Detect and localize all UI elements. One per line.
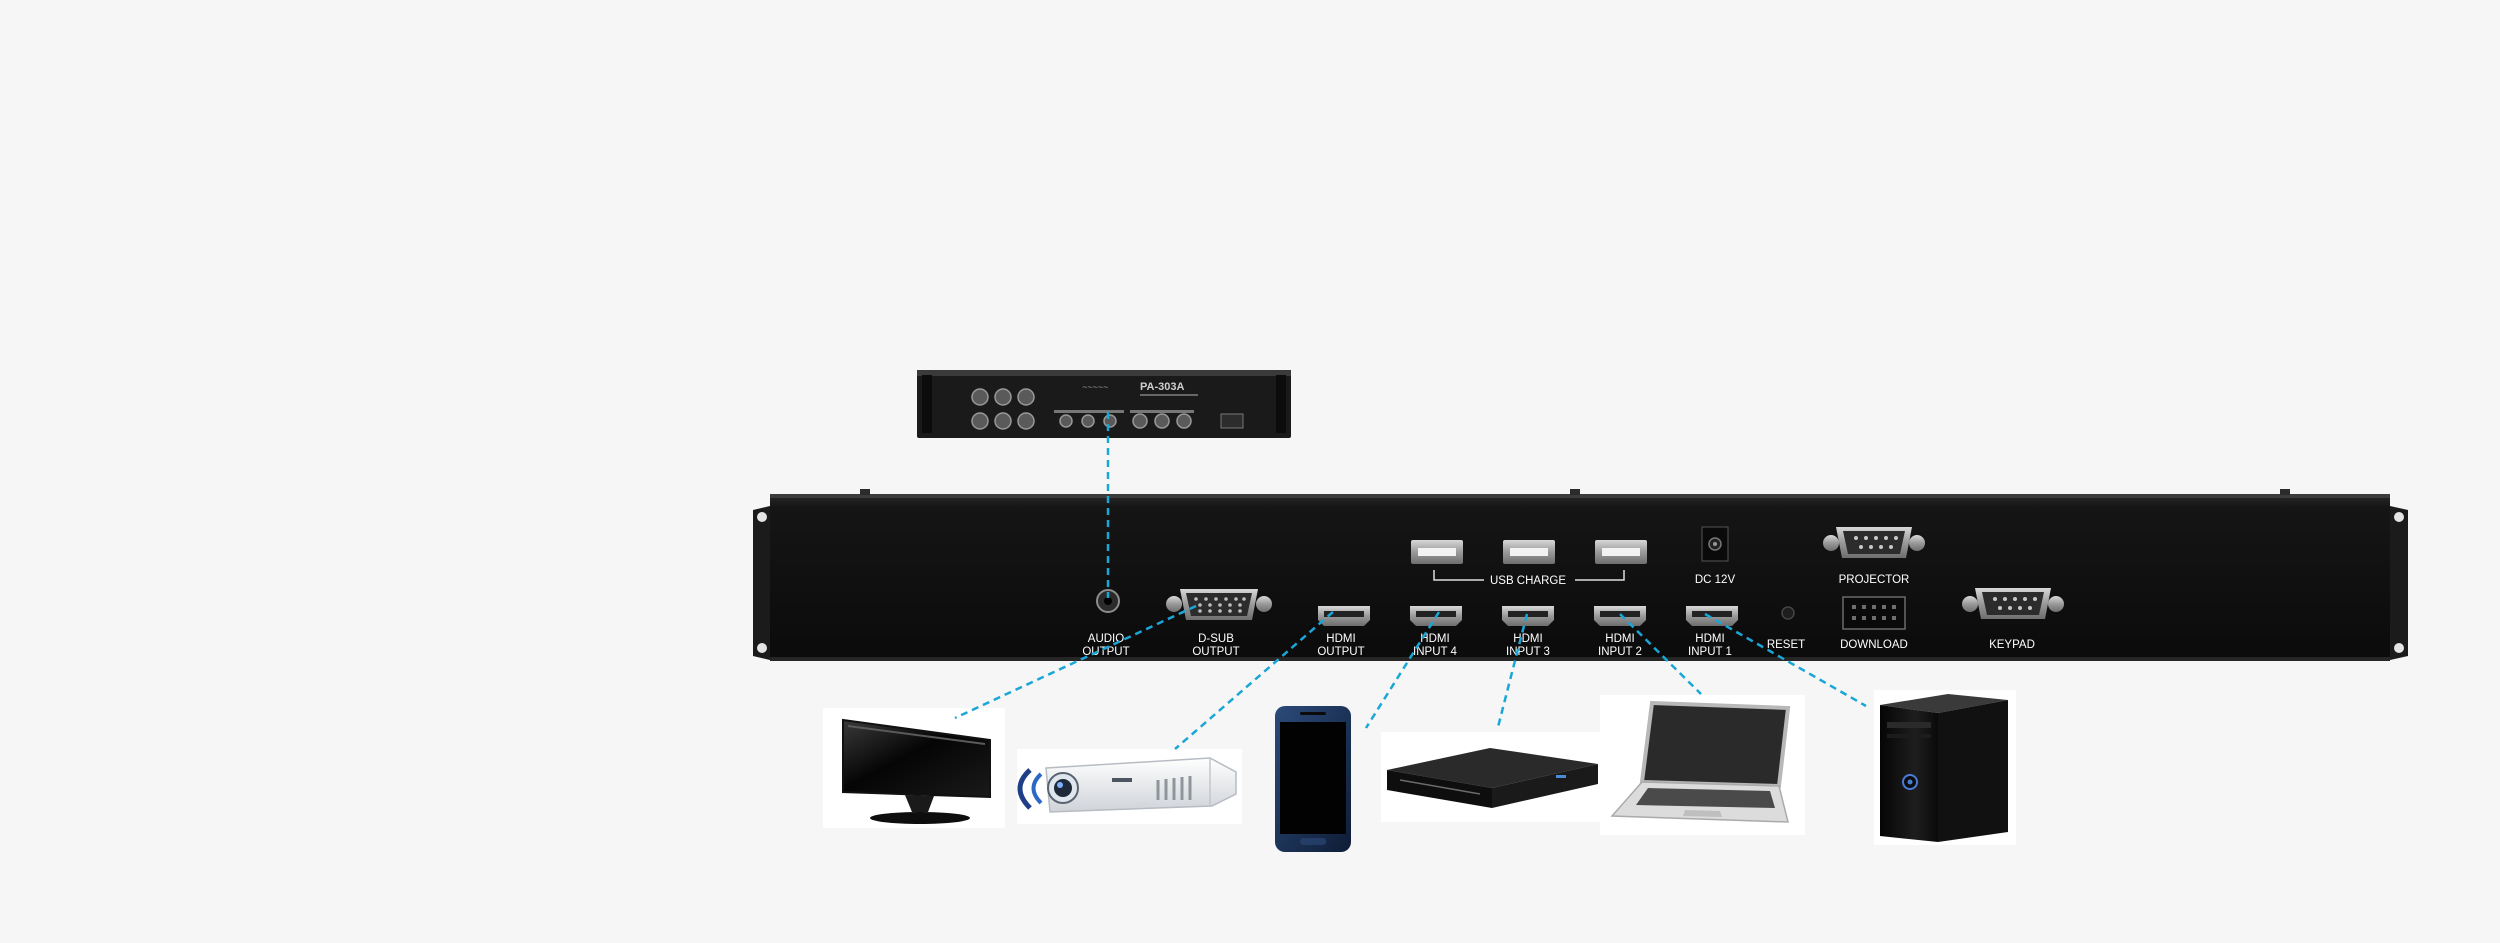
hdmi-output-port: HDMI OUTPUT: [1317, 606, 1370, 658]
reset-button: RESET: [1767, 606, 1805, 651]
desktop-pc-icon: [1880, 694, 2008, 842]
hdmi-input-1-port: HDMI INPUT 1: [1686, 606, 1738, 658]
hdmi-input-3-label-2: INPUT 3: [1506, 646, 1550, 658]
audio-output-label-2: OUTPUT: [1082, 646, 1129, 658]
dsub-output-label-1: D-SUB: [1198, 633, 1234, 645]
rack-chassis: [753, 489, 2408, 661]
dc-12v-port: DC 12V: [1695, 526, 1736, 586]
audio-amplifier: ~~~~~ PA-303A: [917, 370, 1291, 438]
audio-output-label-1: AUDIO: [1088, 633, 1124, 645]
usb-charge-label: USB CHARGE: [1490, 575, 1566, 587]
projector-icon: [1017, 757, 1237, 813]
hdmi-input-1-label-2: INPUT 1: [1688, 646, 1732, 658]
projector-device: [1017, 749, 1242, 824]
hdmi-input-2-label-1: HDMI: [1605, 633, 1634, 645]
cable-hdmi-input-2-to-laptop: [1619, 613, 1702, 695]
projector-port: PROJECTOR: [1823, 527, 1925, 586]
keypad-label: KEYPAD: [1989, 639, 2035, 651]
hdmi-input-3-label-1: HDMI: [1513, 633, 1542, 645]
cable-dsub-to-monitor: [954, 604, 1197, 720]
keypad-port: KEYPAD: [1962, 588, 2064, 651]
laptop-icon: [1610, 700, 1791, 823]
cable-hdmi-input-3-to-bluray: [1496, 613, 1529, 728]
hdmi-input-4-label-2: INPUT 4: [1413, 646, 1457, 658]
hdmi-output-label-1: HDMI: [1326, 633, 1355, 645]
hdmi-input-2-label-2: INPUT 2: [1598, 646, 1642, 658]
hdmi-input-4-label-1: HDMI: [1420, 633, 1449, 645]
svg-text:~~~~~: ~~~~~: [1082, 382, 1108, 392]
usb-charge-ports: USB CHARGE: [1411, 540, 1647, 587]
laptop-device: [1600, 695, 1805, 835]
bluray-player-icon: [1387, 748, 1598, 808]
dc-12v-label: DC 12V: [1695, 574, 1736, 586]
cable-hdmi-output-to-projector: [1174, 611, 1334, 750]
audio-output-port: AUDIO OUTPUT: [1082, 589, 1130, 658]
reset-label: RESET: [1767, 639, 1805, 651]
monitor-device: [823, 708, 1005, 828]
dsub-output-port: D-SUB OUTPUT: [1166, 589, 1272, 658]
cable-hdmi-input-1-to-desktop: [1704, 612, 1867, 708]
projector-label: PROJECTOR: [1839, 574, 1910, 586]
desktop-pc-device: [1874, 690, 2016, 845]
cable-hdmi-input-4-to-smartphone: [1364, 611, 1441, 729]
monitor-icon: [842, 718, 991, 824]
connection-cables: [954, 412, 1867, 750]
hdmi-input-1-label-1: HDMI: [1695, 633, 1724, 645]
hdmi-output-label-2: OUTPUT: [1317, 646, 1364, 658]
panel-ports: AUDIO OUTPUT D-SUB OUTPUT HDMI OUTPUT: [1082, 526, 2064, 658]
dsub-output-label-2: OUTPUT: [1192, 646, 1239, 658]
smartphone-icon: [1275, 706, 1351, 852]
amplifier-model: PA-303A: [1140, 381, 1184, 393]
audio-amplifier-icon: ~~~~~ PA-303A: [917, 370, 1291, 438]
download-label: DOWNLOAD: [1840, 639, 1908, 651]
bluray-player-device: [1381, 732, 1600, 822]
download-port: DOWNLOAD: [1840, 596, 1908, 651]
smartphone-device: [1275, 706, 1351, 852]
